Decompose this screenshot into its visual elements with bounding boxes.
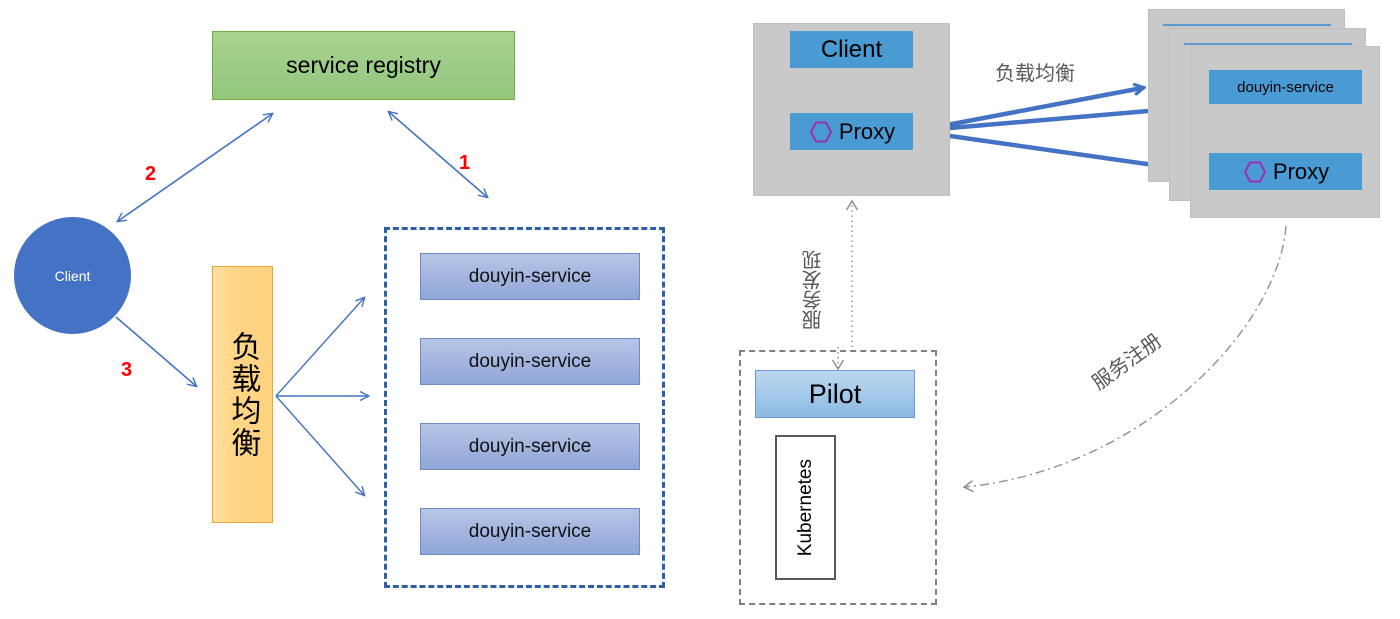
service-instance-group [384,227,665,588]
load-balancer-label: 负载均衡 [226,330,260,459]
douyin-service-box-2[interactable]: douyin-service [420,338,640,385]
douyin-service-box-1[interactable]: douyin-service [420,253,640,300]
pod-top-accent-line [1184,43,1352,45]
douyin-service-label-1: douyin-service [468,265,592,287]
pilot-box[interactable]: Pilot [755,370,915,418]
service-registry-label: service registry [286,52,441,78]
control-plane-group [739,350,937,605]
client-pod-proxy-label: Proxy [838,118,896,144]
load-balancing-edge-label: 负载均衡 [995,63,1075,85]
client-pod-proxy-box[interactable]: Proxy [790,113,913,150]
service-registry-box[interactable]: service registry [212,31,515,100]
service-pod-app-label: douyin-service [1237,78,1334,96]
client-pod-app-label: Client [820,35,883,63]
service-discovery-edge-label: 服务发现 [803,250,825,330]
douyin-service-box-3[interactable]: douyin-service [420,423,640,470]
hexagon-icon [808,119,834,145]
edge-registry-client [118,114,272,221]
douyin-service-label-3: douyin-service [468,435,592,457]
kubernetes-box[interactable]: Kubernetes [775,435,836,580]
service-registration-edge-label: 服务注册 [1088,329,1167,395]
edge-registry-services [389,112,487,197]
hexagon-icon [1242,159,1268,185]
step-number-3: 3 [121,359,133,381]
service-pod-proxy-label: Proxy [1272,158,1330,184]
service-pod-proxy-box[interactable]: Proxy [1209,153,1362,190]
client-label: Client [54,267,91,284]
pilot-label: Pilot [808,378,862,409]
douyin-service-box-4[interactable]: douyin-service [420,508,640,555]
service-pod-app-box[interactable]: douyin-service [1209,70,1362,104]
step-number-1: 1 [459,152,471,174]
step-number-2: 2 [145,163,157,185]
pod-top-accent-line [1163,24,1331,26]
douyin-service-label-2: douyin-service [468,350,592,372]
load-balancer-box[interactable]: 负载均衡 [212,266,273,523]
douyin-service-label-4: douyin-service [468,520,592,542]
client-pod-app-box[interactable]: Client [790,31,913,68]
kubernetes-label: Kubernetes [794,458,816,557]
client-node[interactable]: Client [14,217,131,334]
edge-loadbalancer-fanout [275,298,368,495]
